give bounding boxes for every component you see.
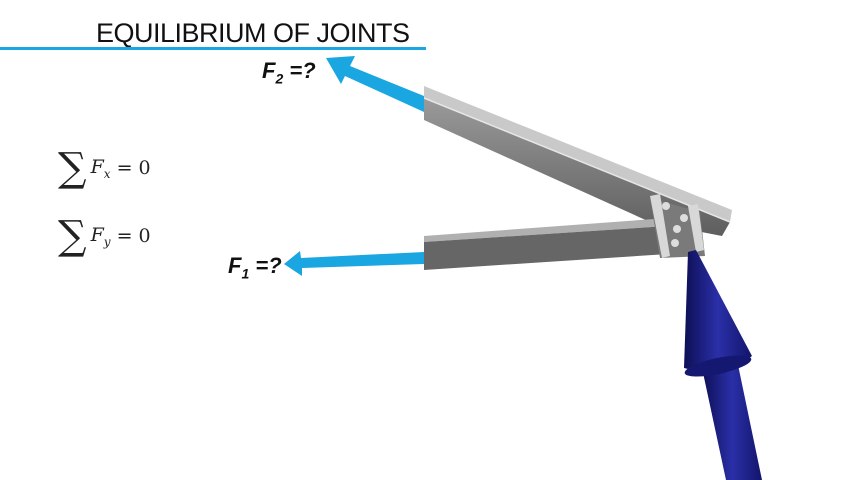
- sigma-symbol: ∑: [58, 213, 87, 259]
- eq-variable: Fy: [91, 224, 111, 249]
- bolt-icon: [671, 239, 679, 247]
- lower-beam: [424, 218, 668, 270]
- title-underline: [0, 47, 426, 50]
- force-symbol: F: [228, 253, 242, 278]
- equation-sum-fy: ∑ Fy = 0: [58, 216, 151, 256]
- bolt-icon: [673, 225, 681, 233]
- force-label-f1: F1 =?: [228, 253, 282, 281]
- force-unknown: =?: [283, 58, 316, 83]
- eq-rhs: = 0: [110, 157, 151, 179]
- slide-title: EQUILIBRIUM OF JOINTS: [96, 18, 410, 48]
- gusset-plate: [650, 194, 705, 258]
- force-subscript: 2: [275, 70, 284, 87]
- force-arrow-f1: [284, 251, 424, 276]
- eq-sub: x: [103, 166, 111, 181]
- eq-var: F: [90, 155, 104, 178]
- bolt-icon: [680, 214, 688, 222]
- eq-sub: y: [103, 234, 111, 249]
- force-subscript: 1: [241, 265, 250, 282]
- sigma-symbol: ∑: [58, 145, 87, 191]
- force-unknown: =?: [249, 253, 282, 278]
- reaction-force-arrow: [684, 250, 762, 480]
- bolt-icon: [662, 202, 670, 210]
- equation-sum-fx: ∑ Fx = 0: [58, 148, 151, 188]
- eq-var: F: [90, 223, 104, 246]
- force-symbol: F: [262, 58, 276, 83]
- force-arrow-f2: [326, 56, 424, 112]
- eq-variable: Fx: [91, 156, 111, 181]
- eq-rhs: = 0: [110, 225, 151, 247]
- force-label-f2: F2 =?: [262, 58, 316, 86]
